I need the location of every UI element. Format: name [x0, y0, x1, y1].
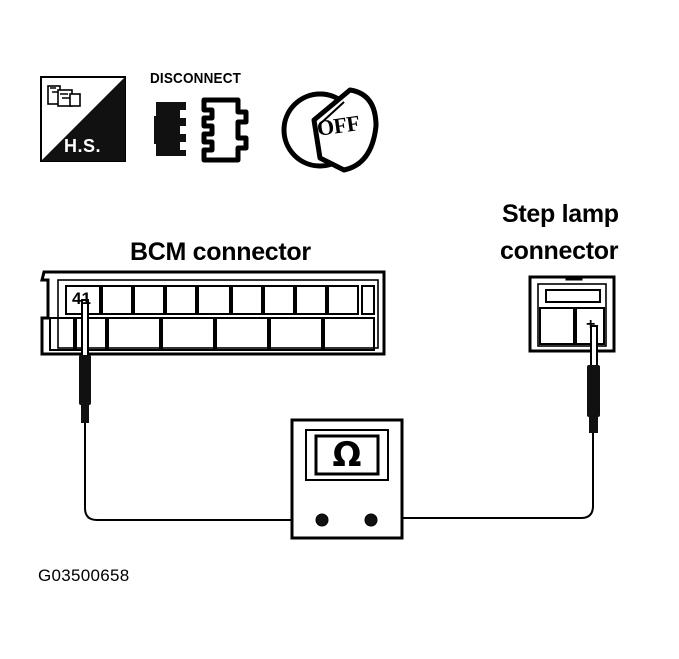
figure-id: G03500658 [38, 566, 130, 585]
bcm-connector-title: BCM connector [130, 238, 311, 266]
ohmmeter [290, 418, 404, 540]
step-lamp-title-line2: connector [500, 237, 619, 265]
step-lamp-title-line1: Step lamp [502, 200, 619, 228]
ohm-symbol: Ω [332, 435, 362, 475]
hand-tool-label: H.S. [64, 136, 102, 156]
right-test-probe [587, 325, 600, 433]
disconnect-label: DISCONNECT [150, 70, 242, 87]
left-test-probe [79, 299, 91, 423]
bcm-pin-41-label: 41 [72, 289, 91, 308]
left-lead-wire [84, 423, 322, 521]
bcm-connector [40, 270, 386, 356]
ignition-key-icon [281, 87, 379, 173]
hand-tool-icon [40, 76, 126, 162]
right-lead-wire [371, 433, 594, 519]
connector-disconnect-icon [154, 97, 249, 163]
step-lamp-terminal-label: + [586, 316, 596, 333]
step-lamp-connector [528, 275, 616, 353]
